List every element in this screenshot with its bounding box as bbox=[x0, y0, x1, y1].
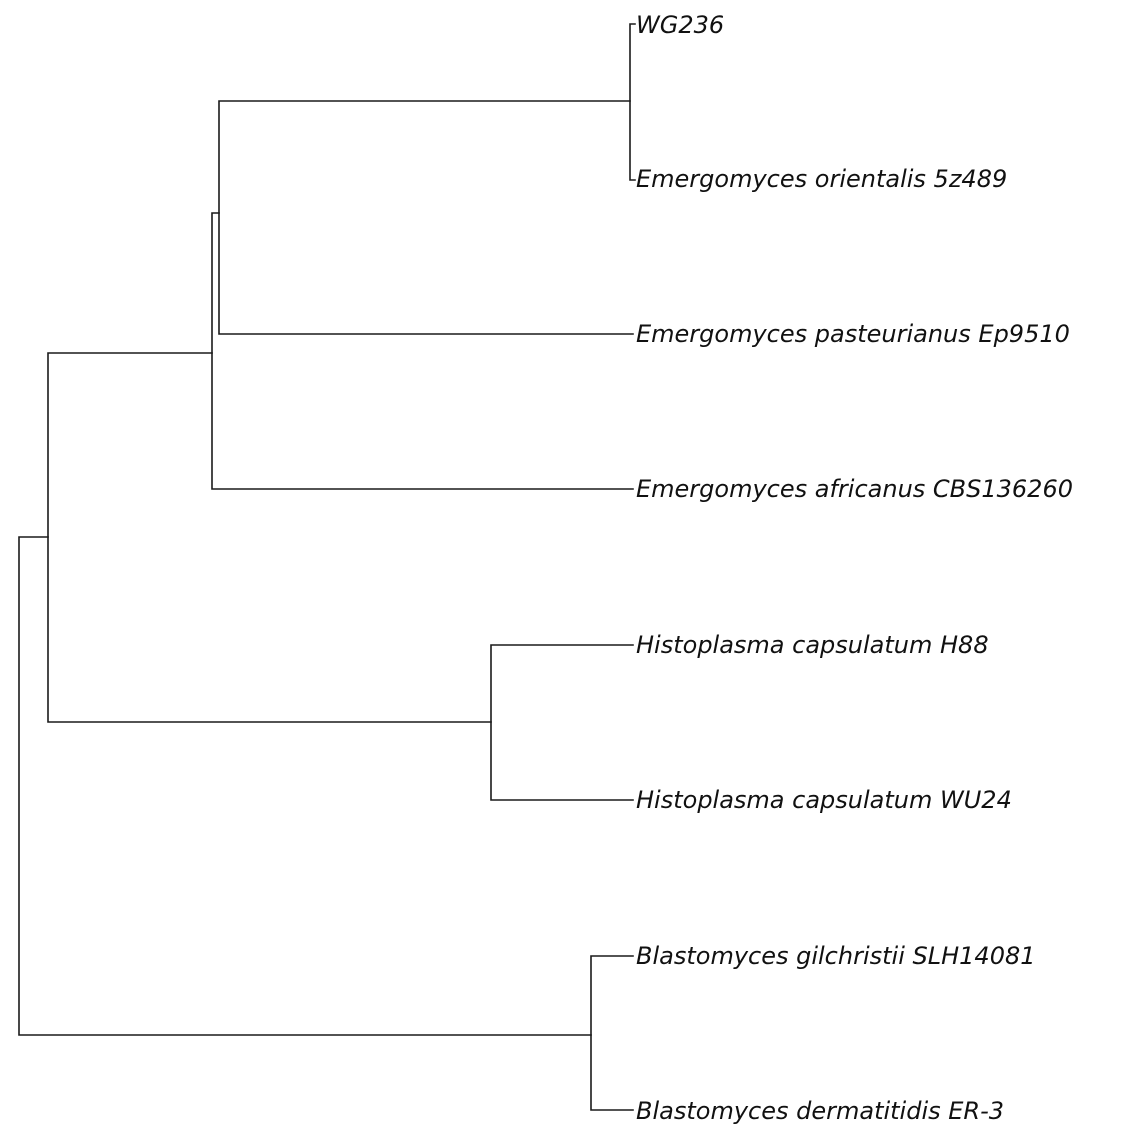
leaf-label-blastomyces-dermatitidis: Blastomyces dermatitidis ER-3 bbox=[636, 1097, 1004, 1125]
clade-node-inner-emergomyces bbox=[218, 100, 634, 335]
clade-node-histoplasma bbox=[490, 644, 634, 801]
clade-node-emergomyces-histoplasma bbox=[47, 352, 492, 723]
leaf-label-emergomyces-orientalis: Emergomyces orientalis 5z489 bbox=[636, 165, 1007, 193]
clade-node-wg236-orientalis bbox=[629, 23, 636, 181]
clade-node-emergomyces bbox=[211, 212, 634, 490]
leaf-label-histoplasma-h88: Histoplasma capsulatum H88 bbox=[636, 631, 989, 659]
root-node bbox=[18, 536, 592, 1036]
leaf-label-blastomyces-gilchristii: Blastomyces gilchristii SLH14081 bbox=[636, 942, 1036, 970]
clade-node-blastomyces bbox=[590, 955, 634, 1111]
leaf-label-wg236: WG236 bbox=[636, 11, 724, 39]
leaf-label-histoplasma-wu24: Histoplasma capsulatum WU24 bbox=[636, 786, 1012, 814]
leaf-label-emergomyces-africanus: Emergomyces africanus CBS136260 bbox=[636, 475, 1073, 503]
leaf-label-emergomyces-pasteurianus: Emergomyces pasteurianus Ep9510 bbox=[636, 320, 1070, 348]
